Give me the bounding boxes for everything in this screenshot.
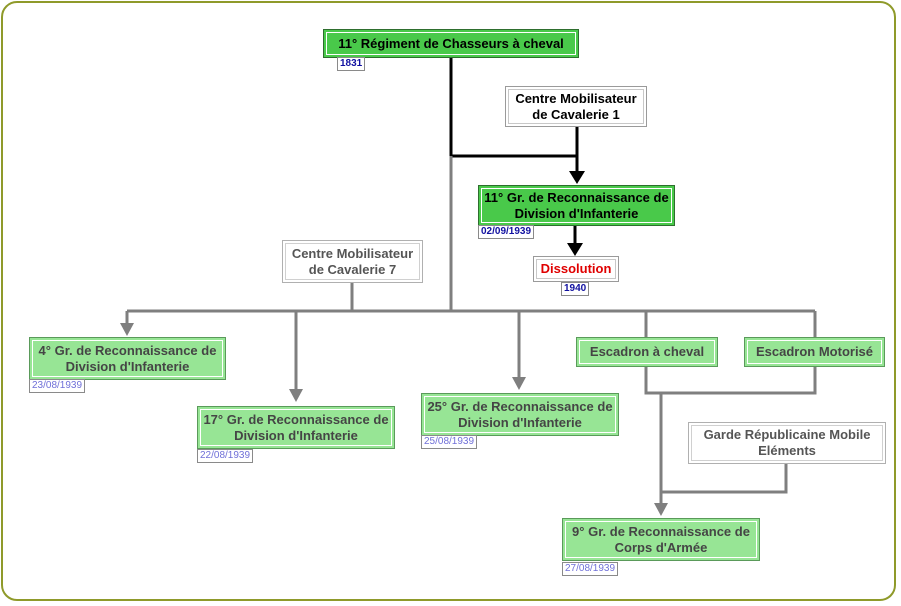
node-grdi4: 4° Gr. de Reconnaissance de Division d'I… bbox=[29, 337, 226, 380]
node-grca9: 9° Gr. de Reconnaissance de Corps d'Armé… bbox=[562, 518, 760, 561]
node-escadron-cheval: Escadron à cheval bbox=[576, 337, 718, 367]
node-grdi25-label: 25° Gr. de Reconnaissance de Division d'… bbox=[427, 398, 613, 430]
arrowhead-grdi4 bbox=[120, 323, 134, 336]
node-grdi4-label: 4° Gr. de Reconnaissance de Division d'I… bbox=[38, 342, 217, 374]
node-garde-mobile: Garde Républicaine Mobile Eléments bbox=[688, 422, 886, 464]
node-grdi11: 11° Gr. de Reconnaissance de Division d'… bbox=[478, 185, 675, 226]
date-grdi4: 23/08/1939 bbox=[29, 379, 86, 393]
node-grdi25: 25° Gr. de Reconnaissance de Division d'… bbox=[421, 393, 619, 436]
date-grca9: 27/08/1939 bbox=[562, 562, 619, 576]
date-grdi11: 02/09/1939 bbox=[478, 225, 535, 239]
node-cmc1-label: Centre Mobilisateur de Cavalerie 1 bbox=[515, 90, 637, 122]
node-garde-mobile-label: Garde Républicaine Mobile Eléments bbox=[703, 427, 871, 458]
node-escadron-motorise-label: Escadron Motorisé bbox=[755, 344, 874, 359]
node-cmc1: Centre Mobilisateur de Cavalerie 1 bbox=[505, 86, 647, 127]
date-dissolution: 1940 bbox=[561, 282, 590, 296]
node-dissolution: Dissolution bbox=[533, 256, 619, 282]
arrowhead-grdi11 bbox=[569, 171, 585, 184]
node-dissolution-label: Dissolution bbox=[540, 261, 612, 276]
line-escadrons-merge bbox=[644, 367, 817, 395]
node-regiment: 11° Régiment de Chasseurs à cheval bbox=[323, 29, 579, 58]
node-regiment-label: 11° Régiment de Chasseurs à cheval bbox=[338, 35, 564, 51]
line-gardemobile-down bbox=[661, 463, 788, 494]
arrowhead-grdi17 bbox=[289, 389, 303, 402]
arrowhead-dissolution bbox=[567, 243, 583, 256]
node-grca9-label: 9° Gr. de Reconnaissance de Corps d'Armé… bbox=[572, 523, 750, 555]
date-regiment: 1831 bbox=[337, 57, 366, 71]
node-cmc7: Centre Mobilisateur de Cavalerie 7 bbox=[282, 240, 423, 283]
node-grdi17-label: 17° Gr. de Reconnaissance de Division d'… bbox=[203, 411, 389, 443]
node-grdi17: 17° Gr. de Reconnaissance de Division d'… bbox=[197, 406, 395, 449]
node-grdi11-label: 11° Gr. de Reconnaissance de Division d'… bbox=[484, 189, 669, 221]
date-grdi25: 25/08/1939 bbox=[421, 435, 478, 449]
arrowhead-grca9 bbox=[654, 503, 668, 516]
node-escadron-motorise: Escadron Motorisé bbox=[744, 337, 885, 367]
date-grdi17: 22/08/1939 bbox=[197, 449, 254, 463]
arrowhead-grdi25 bbox=[512, 377, 526, 390]
node-cmc7-label: Centre Mobilisateur de Cavalerie 7 bbox=[291, 245, 414, 277]
node-escadron-cheval-label: Escadron à cheval bbox=[589, 344, 705, 359]
